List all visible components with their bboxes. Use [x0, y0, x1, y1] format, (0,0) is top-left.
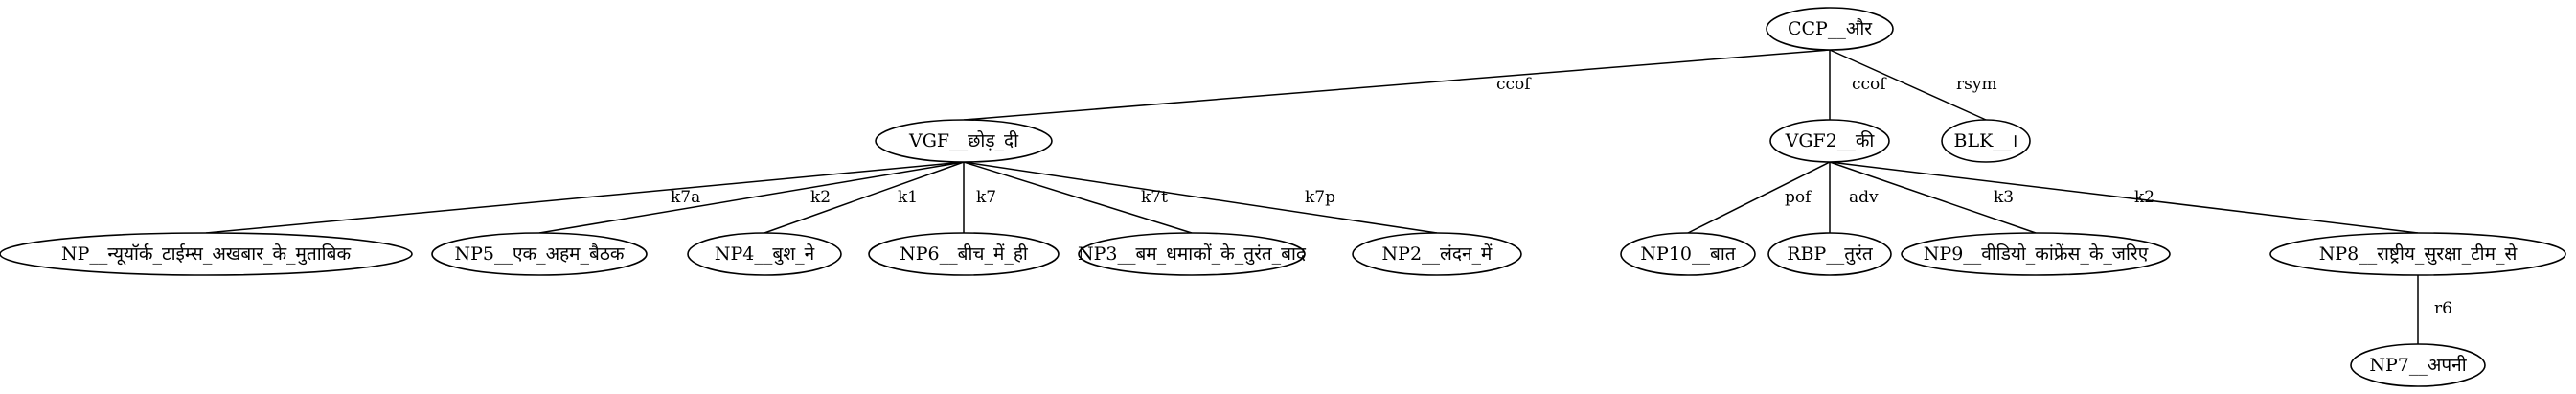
node-blk: BLK__। — [1941, 119, 2031, 163]
node-label-np4: NP4__बुश_ने — [715, 243, 815, 266]
node-label-rbp: RBP__तुरंत — [1787, 243, 1874, 266]
node-vgf: VGF__छोड़_दी — [875, 119, 1053, 163]
edge-label-vgf-np4: k1 — [898, 188, 918, 207]
edges-layer: ccof ccof rsym k7a k2 k1 k7 k7t k7p pof adv k3 k2 r6 — [205, 49, 2452, 344]
edge-vgf2-np9 — [1829, 161, 2037, 234]
node-label-np5: NP5__एक_अहम_बैठक — [454, 243, 624, 265]
edge-label-vgf2-np8: k2 — [2134, 188, 2154, 207]
node-label-ccp: CCP__और — [1788, 17, 1873, 39]
node-label-vgf: VGF__छोड़_दी — [908, 129, 1019, 151]
node-np8: NP8__राष्ट्रीय_सुरक्षा_टीम_से — [2269, 232, 2566, 276]
edge-label-vgf-np: k7a — [671, 188, 700, 207]
node-label-np3: NP3__बम_धमाकों_के_तुरंत_बाद — [1078, 243, 1307, 266]
edge-ccp-vgf — [963, 49, 1831, 121]
node-ellipse-np2 — [1352, 232, 1522, 276]
node-ellipse-ccp — [1766, 7, 1894, 51]
edge-vgf-np5 — [538, 161, 965, 234]
node-ellipse-np — [0, 232, 413, 276]
node-label-blk: BLK__। — [1954, 130, 2018, 151]
edge-label-ccp-blk: rsym — [1956, 75, 1997, 94]
edge-label-vgf2-np9: k3 — [1994, 188, 2014, 207]
node-np2: NP2__लंदन_में — [1352, 232, 1522, 276]
edge-ccp-blk — [1829, 49, 1987, 121]
node-rbp: RBP__तुरंत — [1767, 232, 1892, 276]
edge-label-vgf-np3: k7t — [1141, 188, 1168, 207]
node-np: NP__न्यूयॉर्क_टाईम्स_अखबार_के_मुताबिक — [0, 232, 413, 276]
node-label-np6: NP6__बीच_में_ही — [900, 243, 1029, 265]
edge-vgf2-np10 — [1687, 161, 1831, 234]
node-np6: NP6__बीच_में_ही — [868, 232, 1060, 276]
node-ellipse-np3 — [1078, 232, 1306, 276]
node-label-np8: NP8__राष्ट्रीय_सुरक्षा_टीम_से — [2319, 243, 2519, 266]
node-label-np10: NP10__बात — [1640, 243, 1736, 265]
edge-label-ccp-vgf2: ccof — [1852, 75, 1887, 94]
edge-label-np8-np7: r6 — [2434, 299, 2452, 318]
edge-vgf-np2 — [963, 161, 1438, 234]
node-label-np9: NP9__वीडियो_कांफ्रेंस_के_जरिए — [1924, 243, 2149, 265]
node-label-np7: NP7__अपनी — [2369, 354, 2467, 376]
node-np7: NP7__अपनी — [2350, 343, 2486, 387]
node-ellipse-blk — [1941, 119, 2031, 163]
node-np3: NP3__बम_धमाकों_के_तुरंत_बाद — [1078, 232, 1307, 276]
node-ccp: CCP__और — [1766, 7, 1894, 51]
edge-vgf-np3 — [963, 161, 1193, 234]
edge-label-vgf2-np10: pof — [1785, 188, 1812, 207]
edge-label-vgf2-rbp: adv — [1849, 188, 1879, 207]
node-vgf2: VGF2__की — [1769, 119, 1890, 163]
node-np5: NP5__एक_अहम_बैठक — [431, 232, 648, 276]
node-ellipse-vgf2 — [1769, 119, 1890, 163]
node-ellipse-np10 — [1620, 232, 1756, 276]
node-ellipse-np9 — [1901, 232, 2171, 276]
edge-vgf-np4 — [764, 161, 965, 234]
node-ellipse-np6 — [868, 232, 1060, 276]
edge-label-vgf-np5: k2 — [810, 188, 831, 207]
edge-label-vgf-np2: k7p — [1305, 188, 1335, 207]
edge-vgf-np — [205, 161, 965, 234]
node-label-vgf2: VGF2__की — [1785, 129, 1876, 151]
node-ellipse-np5 — [431, 232, 648, 276]
node-ellipse-vgf — [875, 119, 1053, 163]
node-ellipse-rbp — [1767, 232, 1892, 276]
node-ellipse-np7 — [2350, 343, 2486, 387]
edge-label-vgf-np6: k7 — [976, 188, 996, 207]
node-np10: NP10__बात — [1620, 232, 1756, 276]
node-np9: NP9__वीडियो_कांफ्रेंस_के_जरिए — [1901, 232, 2171, 276]
node-np4: NP4__बुश_ने — [687, 232, 842, 276]
edge-label-ccp-vgf: ccof — [1496, 75, 1532, 94]
node-label-np: NP__न्यूयॉर्क_टाईम्स_अखबार_के_मुताबिक — [61, 243, 351, 266]
node-ellipse-np4 — [687, 232, 842, 276]
node-label-np2: NP2__लंदन_में — [1382, 243, 1493, 265]
edge-vgf2-np8 — [1829, 161, 2419, 234]
node-ellipse-np8 — [2269, 232, 2566, 276]
nodes-layer: CCP__और VGF__छोड़_दी VGF2__की BLK__। NP__न्य… — [0, 7, 2566, 387]
